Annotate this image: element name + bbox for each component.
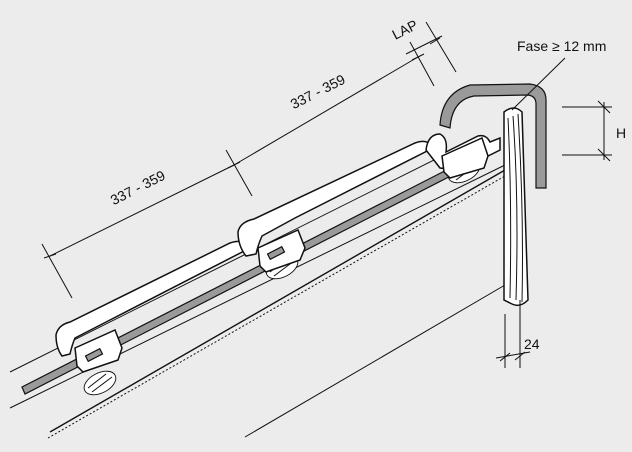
roof-tile-upper xyxy=(425,133,501,179)
batten-1 xyxy=(83,370,117,396)
fase-annotation: Fase ≥ 12 mm xyxy=(511,38,606,111)
dimension-24: 24 xyxy=(495,314,540,368)
dimension-upper: 337 - 359 xyxy=(233,41,435,166)
dimension-h: H xyxy=(562,100,626,162)
width-label: 24 xyxy=(524,336,540,352)
fase-label: Fase ≥ 12 mm xyxy=(517,38,606,54)
ridge-cap xyxy=(439,83,547,189)
dimension-lap: LAP xyxy=(389,16,457,73)
lap-label: LAP xyxy=(389,16,420,42)
roof-tile-lower xyxy=(55,240,252,373)
dimension-upper-label: 337 - 359 xyxy=(288,71,348,112)
dimension-lower: 337 - 359 xyxy=(41,149,253,299)
h-label: H xyxy=(616,125,626,141)
ridge-board xyxy=(503,107,529,318)
roof-tile-middle xyxy=(237,140,435,273)
